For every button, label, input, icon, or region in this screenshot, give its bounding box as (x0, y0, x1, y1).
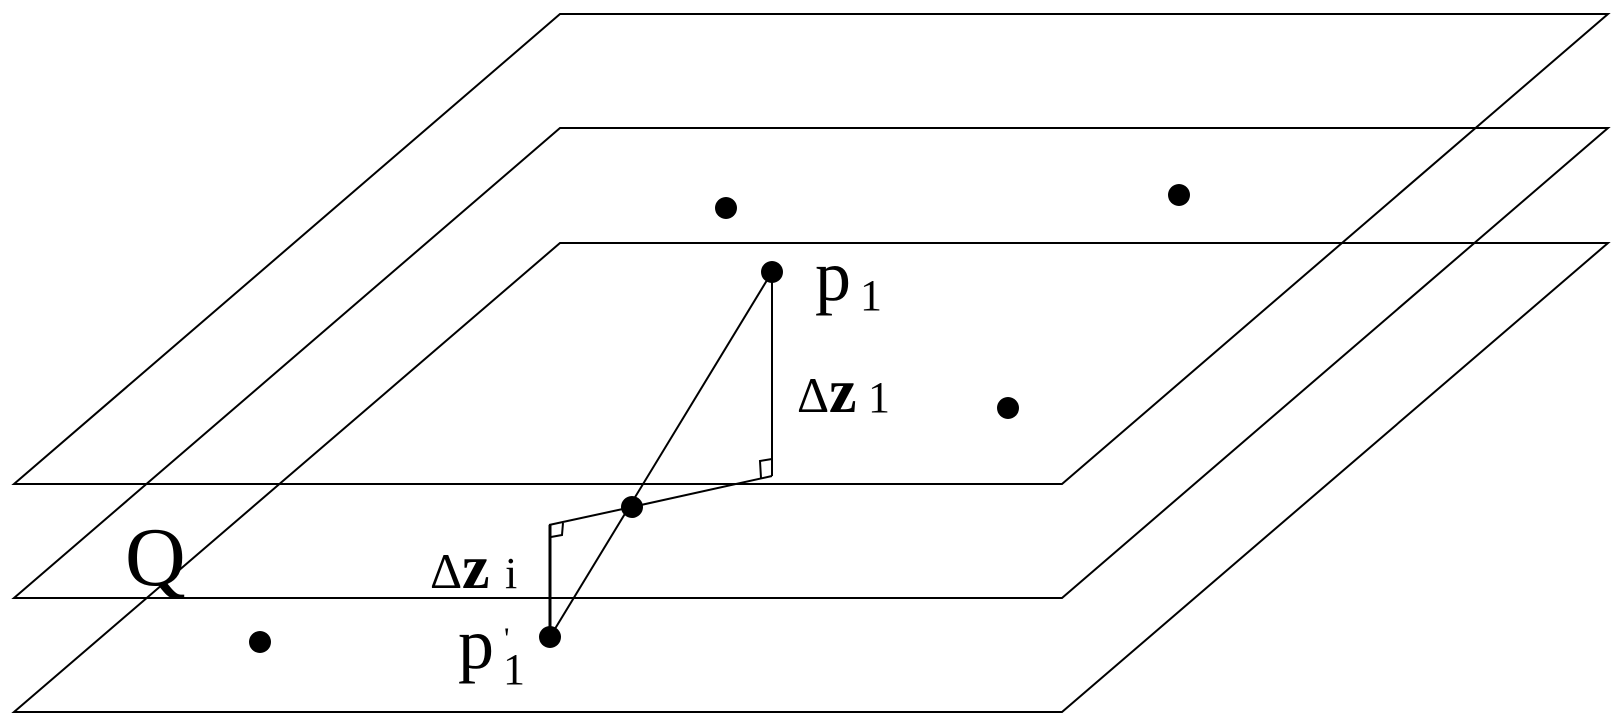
label-delta-zi-delta: Δ (430, 543, 462, 599)
segment-right-foot-to-intersection (631, 475, 773, 508)
segment-p1-to-p1-prime (549, 271, 773, 638)
right-angle-marker-lower (550, 522, 564, 538)
point-middle-right (997, 397, 1019, 419)
label-delta-z1-z: z (829, 358, 857, 426)
label-plane-q: Q (125, 511, 186, 604)
bottom-plane (11, 242, 1611, 713)
point-bottom-left (249, 631, 271, 653)
label-delta-zi-z: z (462, 534, 490, 602)
label-p1-prime-superscript: ' (504, 622, 509, 655)
point-top-right (1168, 184, 1190, 206)
label-p1-subscript: 1 (860, 271, 882, 320)
label-delta-z1-delta: Δ (797, 367, 829, 423)
top-plane (11, 13, 1611, 485)
label-p1-prime: p (458, 604, 494, 684)
label-p1: p (815, 236, 851, 316)
point-p1-prime (539, 626, 561, 648)
segment-intersection-to-left-foot (548, 506, 633, 526)
label-delta-zi-subscript: i (505, 549, 517, 598)
right-angle-marker-upper (758, 458, 773, 479)
label-delta-z1-subscript: 1 (868, 373, 890, 422)
point-top-left (715, 197, 737, 219)
label-p1-prime-subscript: 1 (503, 645, 525, 694)
point-p1 (761, 261, 783, 283)
middle-plane-q (11, 127, 1611, 599)
point-intersection (621, 496, 643, 518)
